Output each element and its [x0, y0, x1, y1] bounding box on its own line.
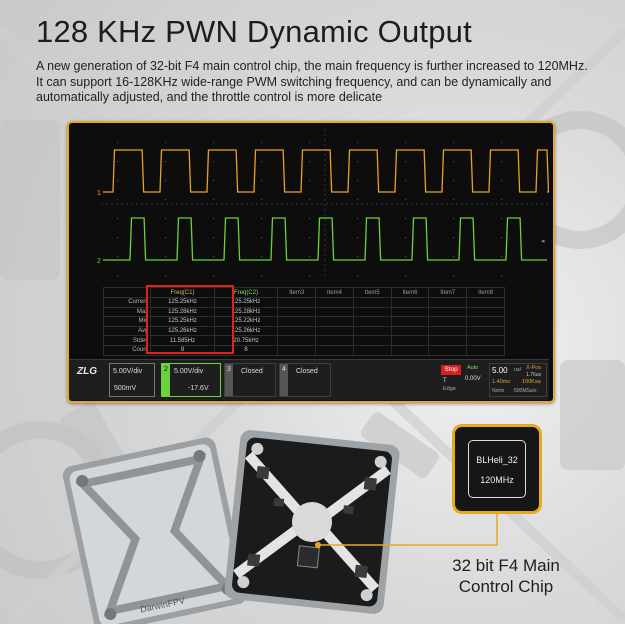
stop-button[interactable]: Stop [441, 365, 461, 375]
ch3-number: 3 [225, 364, 233, 396]
right-arrow-icon: ◂ [541, 238, 545, 245]
waveform-display: 1 2 ◂ [97, 129, 549, 279]
trigger-label: T [443, 378, 447, 384]
channel1-settings[interactable]: 5.00V/div 500mV [109, 363, 155, 397]
delay-value: 1.40ms [492, 379, 511, 385]
timebase-panel[interactable]: 5.00 us/ X-Pos 1.76us 1.40ms 100Ksa Norm… [489, 363, 547, 397]
ch3-state: Closed [241, 368, 263, 375]
page-title: 128 KHz PWN Dynamic Output [36, 14, 472, 49]
frequency-highlight-box [146, 285, 234, 354]
chip-callout: BLHeli_32 120MHz [452, 424, 542, 514]
channel2-settings[interactable]: 2 5.00V/div -17.6V [161, 363, 221, 397]
xpos-label: X-Pos [526, 365, 541, 371]
callout-line [318, 514, 498, 546]
ch4-state: Closed [296, 368, 318, 375]
timebase-unit: us/ [514, 367, 522, 373]
rate-value: 100Ksa [522, 379, 541, 385]
table-header: Item8 [466, 287, 505, 298]
ch2-offset: -17.6V [188, 385, 209, 392]
oscilloscope-screen: 1 2 ◂ Freq(C1) Freq(C2) Item3 Item4 Item… [67, 121, 555, 403]
table-header [102, 287, 152, 298]
ch2-number: 2 [162, 364, 170, 396]
description-text: A new generation of 32-bit F4 main contr… [36, 59, 588, 104]
scope-status-bar: ZLG 5.00V/div 500mV 2 5.00V/div -17.6V 3… [69, 359, 549, 400]
trigger-edge: Edge [443, 386, 456, 392]
acq-mode: Norm [492, 388, 505, 394]
esc-board-top [224, 430, 400, 614]
channel1-waveform [103, 149, 549, 193]
measurement-table: Freq(C1) Freq(C2) Item3 Item4 Item5 Item… [102, 287, 505, 356]
trigger-mode: Auto [467, 365, 479, 371]
esc-board-bottom: DarwinFPV [62, 437, 248, 624]
chip-caption: 32 bit F4 Main Control Chip [452, 556, 560, 596]
table-header-row: Freq(C1) Freq(C2) Item3 Item4 Item5 Item… [102, 287, 505, 298]
chip-frequency-label: 120MHz [480, 475, 514, 485]
ch2-scale: 5.00V/div [174, 368, 204, 375]
scope-brand-logo: ZLG [77, 366, 97, 377]
row-label: Count [102, 344, 152, 356]
timebase-value: 5.00 [492, 366, 508, 375]
ch4-number: 4 [280, 364, 288, 396]
ch1-scale: 5.00V/div [113, 368, 143, 375]
channel4-settings[interactable]: 4 Closed [279, 363, 331, 397]
channel2-waveform [103, 217, 547, 261]
xpos-value: 1.76us [526, 372, 542, 378]
channel2-marker: 2 [97, 258, 101, 265]
trigger-level: 0.00V [465, 376, 481, 382]
chip-icon: BLHeli_32 120MHz [468, 440, 526, 498]
ch1-offset: 500mV [114, 385, 137, 392]
channel3-settings[interactable]: 3 Closed [224, 363, 276, 397]
sample-rate: 500MSa/s [514, 388, 537, 394]
chip-firmware-label: BLHeli_32 [476, 455, 518, 465]
channel1-marker: 1 [97, 190, 101, 197]
